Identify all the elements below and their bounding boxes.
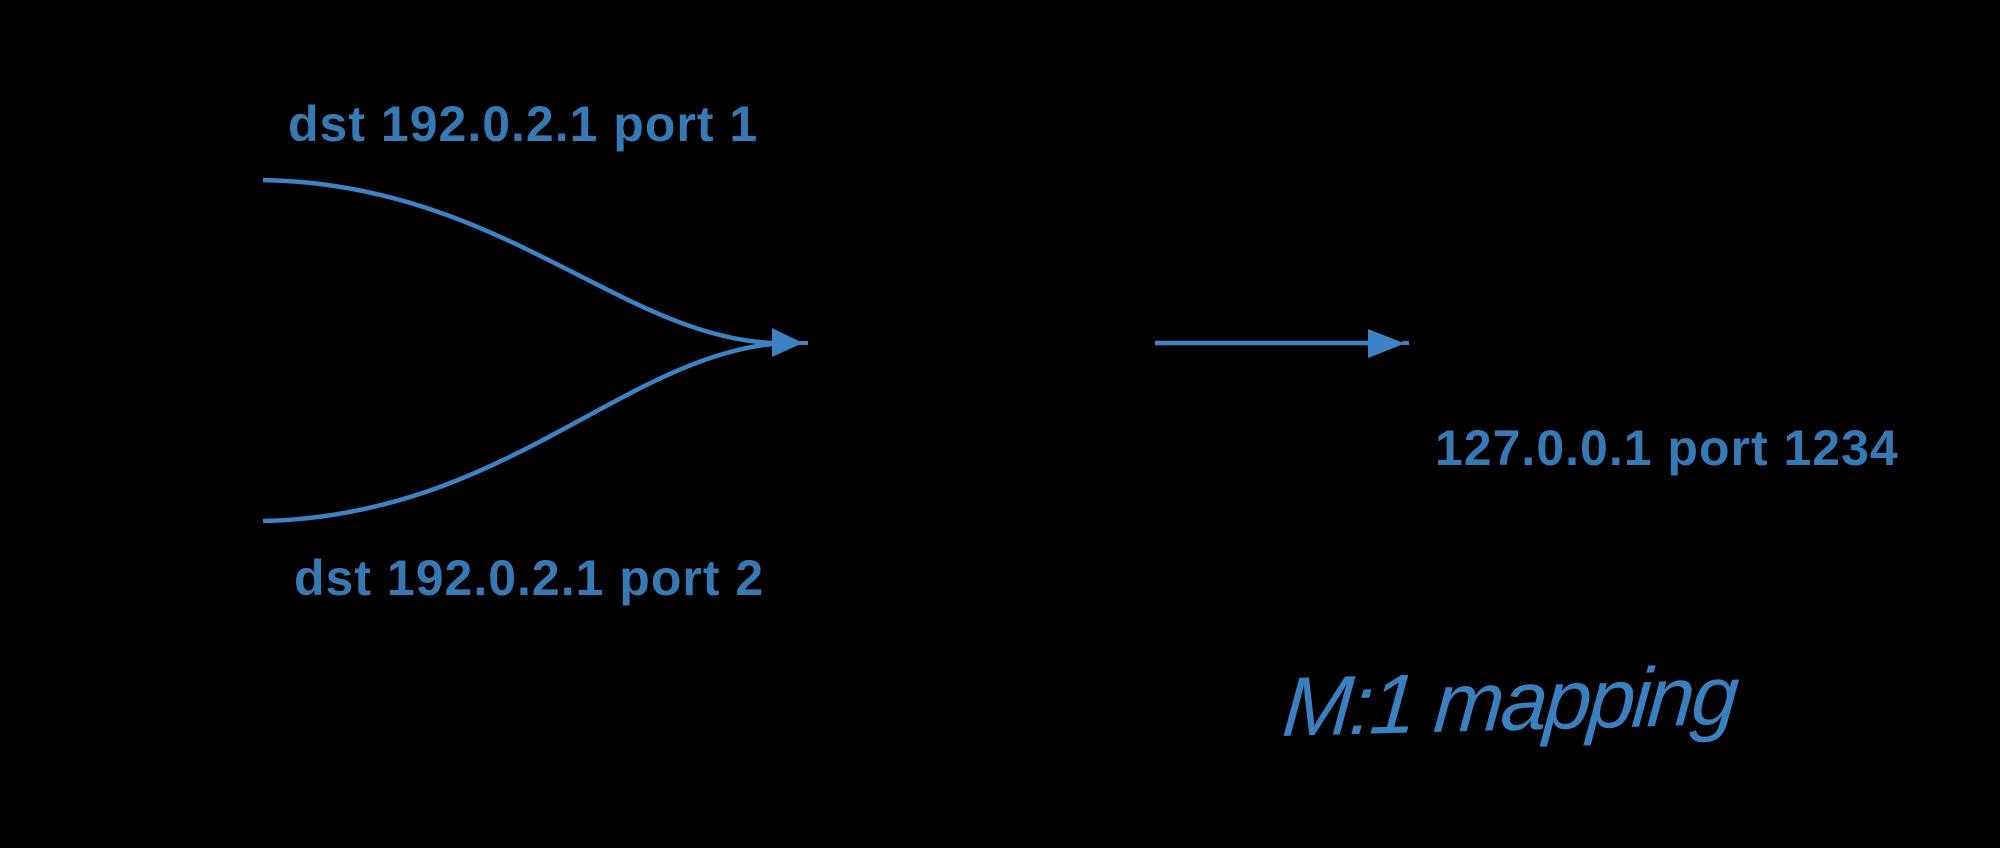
merge-arrowhead-icon [772, 328, 803, 357]
destination-label: 127.0.0.1 port 1234 [1435, 420, 1899, 476]
merge-curve-top [262, 177, 773, 346]
forward-arrowhead-icon [1368, 329, 1405, 358]
flow-label-port-2: dst 192.0.2.1 port 2 [294, 550, 765, 606]
mapping-annotation: M:1 mapping [1279, 647, 1740, 755]
flow-label-port-1: dst 192.0.2.1 port 1 [288, 96, 759, 152]
merge-curve-bottom [262, 341, 773, 524]
